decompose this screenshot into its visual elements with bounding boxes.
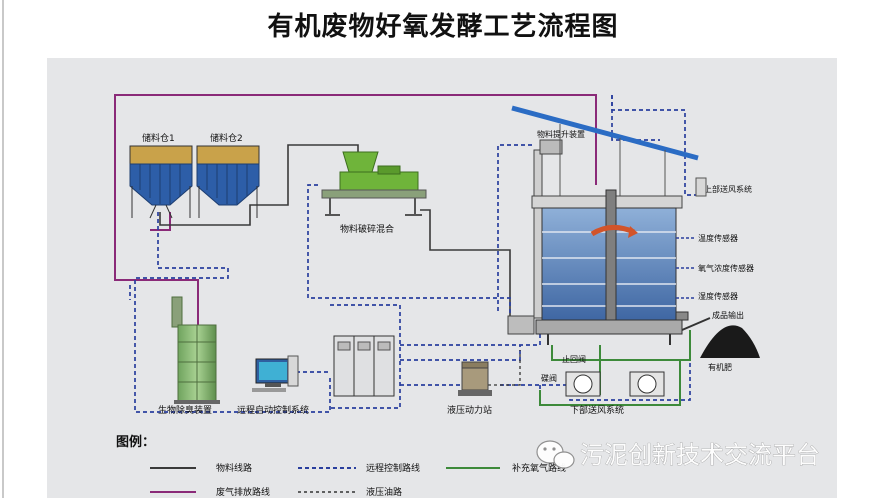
organic-fertilizer-label: 有机肥 <box>708 362 732 372</box>
output-conveyor <box>681 317 711 331</box>
output-label: 成品输出 <box>712 310 744 320</box>
oxygen-sensor-label: 氧气浓度传感器 <box>698 263 754 273</box>
lower-air-label: 下部送风系统 <box>570 404 624 416</box>
storage-silo-2 <box>196 145 260 218</box>
fermentation-tank <box>531 189 689 345</box>
watermark: 污泥创新技术交流平台 <box>536 440 820 469</box>
oxygen-route <box>539 330 691 406</box>
legend-item-control: 远程控制路线 <box>366 462 420 474</box>
silo-2-label: 储料仓2 <box>210 132 243 144</box>
material-route <box>159 144 511 318</box>
legend-item-material: 物料线路 <box>216 462 252 474</box>
crusher-label: 物料破碎混合 <box>340 223 394 235</box>
lift-label: 物料提升装置 <box>537 129 585 139</box>
humidity-sensor-label: 湿度传感器 <box>698 291 738 301</box>
temp-sensor-label: 温度传感器 <box>698 233 738 243</box>
legend-title: 图例： <box>116 434 155 450</box>
organic-fertilizer-pile <box>700 325 760 358</box>
legend: 图例： 物料线路 远程控制路线 补充氧气路线 废气排放路线 液压油路 <box>116 434 566 498</box>
biological-deodorizer <box>171 296 220 404</box>
remote-control-pc <box>252 355 299 392</box>
deodorizer-label: 生物除臭装置 <box>158 404 212 416</box>
legend-item-hydraulic: 液压油路 <box>366 486 402 498</box>
hydraulic-route <box>488 350 521 386</box>
crusher-mixer <box>321 151 427 216</box>
upper-air-label: 上部送风系统 <box>704 184 752 194</box>
valve-label: 碟阀 <box>541 374 557 383</box>
roof <box>511 105 699 161</box>
legend-item-oxygen: 补充氧气路线 <box>512 462 566 474</box>
silo-1-label: 储料仓1 <box>142 132 175 144</box>
storage-silo-1 <box>129 145 193 219</box>
wechat-icon <box>536 440 575 469</box>
material-lift <box>507 139 563 335</box>
watermark-text: 污泥创新技术交流平台 <box>580 441 820 469</box>
page-left-rule <box>2 0 4 498</box>
hydraulic-label: 液压动力站 <box>447 404 492 416</box>
stop-valve-label: 止回阀 <box>562 354 586 364</box>
remote-control-label: 远程自动控制系统 <box>237 404 309 416</box>
legend-item-exhaust: 废气排放路线 <box>216 486 270 498</box>
lower-air-blowers <box>565 371 665 397</box>
page-title: 有机废物好氧发酵工艺流程图 <box>267 12 619 42</box>
upper-air-fan <box>695 177 707 197</box>
exhaust-route <box>114 94 597 345</box>
control-cabinet <box>333 335 395 397</box>
sensor-markers <box>676 237 696 299</box>
hydraulic-power-station <box>458 361 492 396</box>
